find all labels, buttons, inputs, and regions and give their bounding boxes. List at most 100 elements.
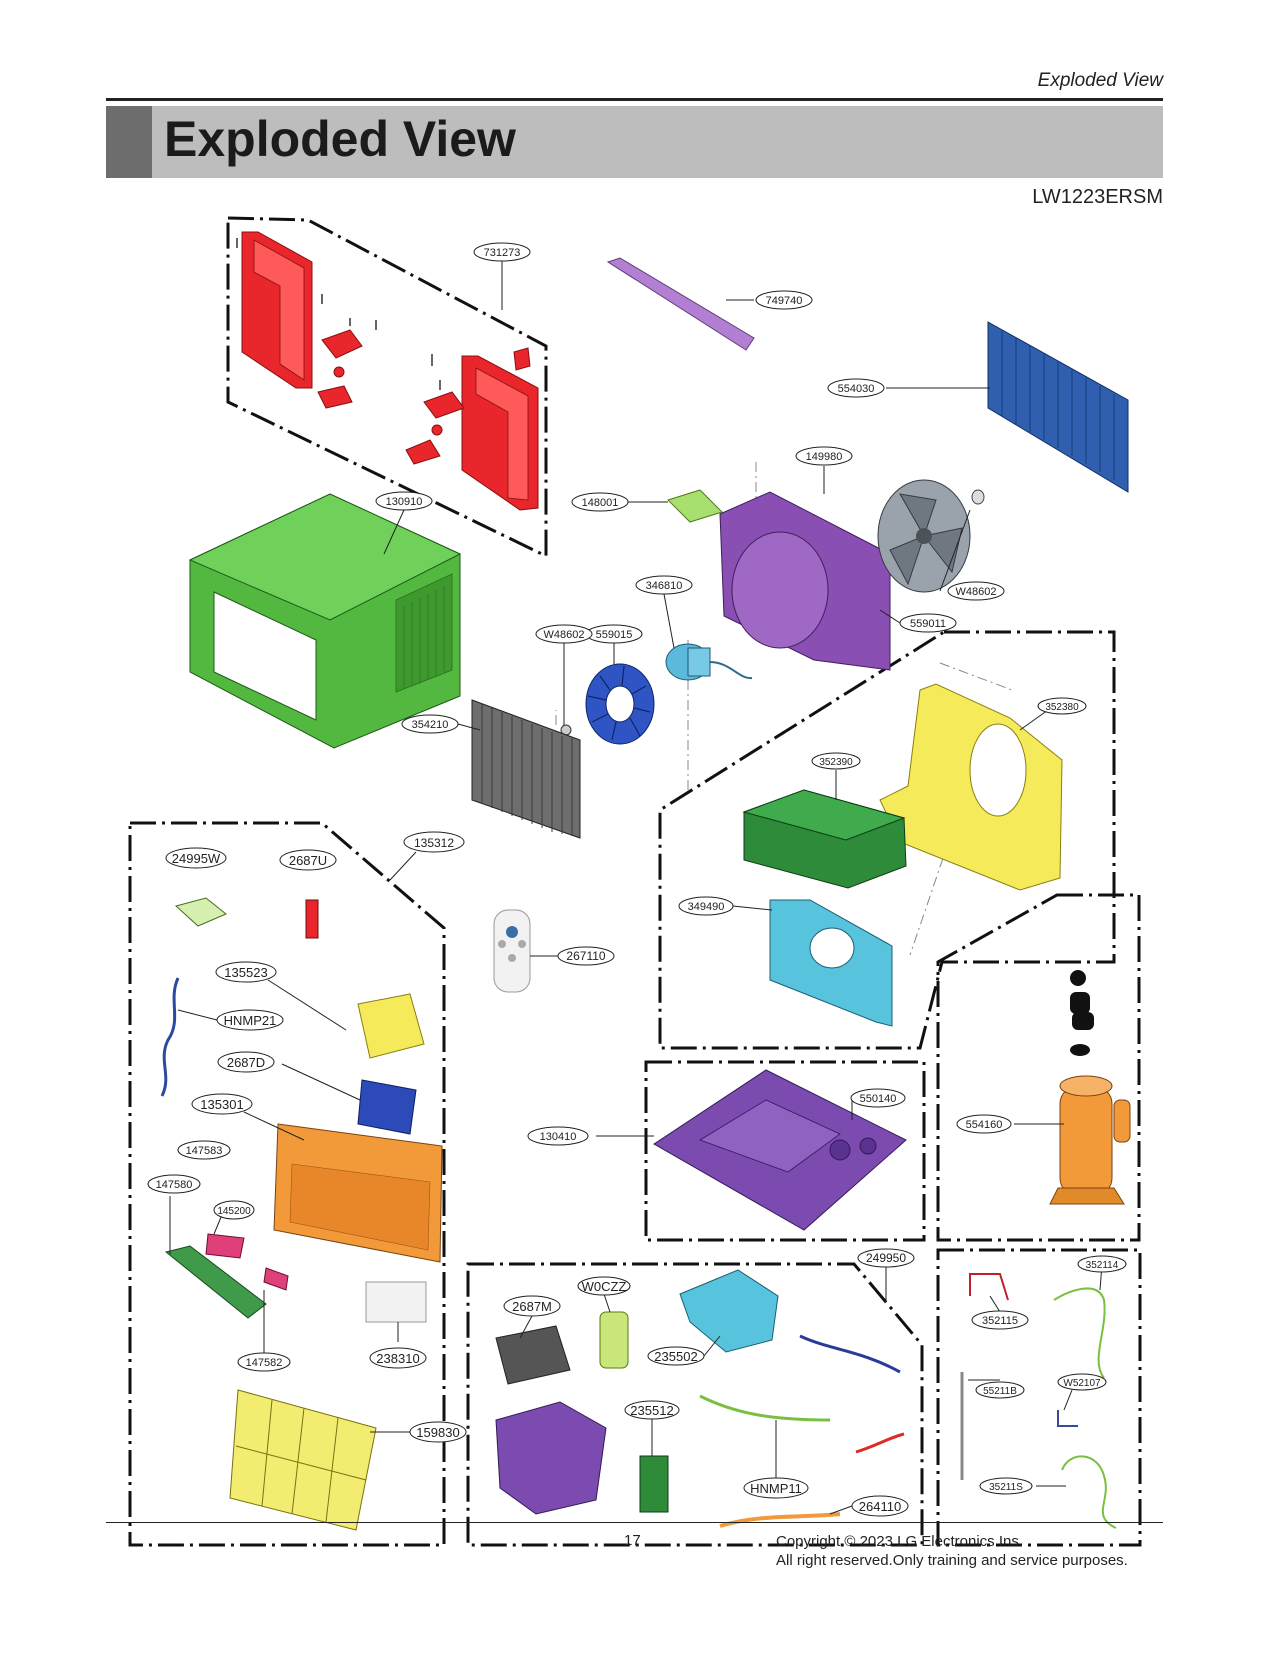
mounting-brackets xyxy=(317,329,531,465)
label-148001: 148001 xyxy=(571,492,629,512)
condenser-fan xyxy=(877,479,971,593)
label-text: 352115 xyxy=(982,1315,1018,1327)
air-filter xyxy=(229,1389,377,1531)
label-264110: 264110 xyxy=(851,1495,909,1517)
label-HNMP21: HNMP21 xyxy=(216,1009,284,1031)
label-text: W0CZZ xyxy=(582,1279,627,1294)
condenser-coil xyxy=(987,321,1129,493)
label-HNMP11: HNMP11 xyxy=(743,1477,809,1499)
header-rule xyxy=(106,98,1163,101)
fan-shroud xyxy=(719,491,891,671)
label-135523: 135523 xyxy=(215,961,277,983)
label-text: W52107 xyxy=(1063,1378,1101,1389)
group-border-piping xyxy=(936,1248,1142,1547)
label-text: 550140 xyxy=(860,1093,897,1105)
label-text: 148001 xyxy=(582,497,619,509)
louver-green xyxy=(164,1245,267,1319)
label-749740: 749740 xyxy=(755,290,813,310)
label-text: 352114 xyxy=(1086,1260,1119,1271)
label-55211B: 55211B xyxy=(975,1381,1025,1399)
model-number: LW1223ERSM xyxy=(1032,186,1163,208)
side-panel-right xyxy=(461,355,539,511)
clamp-ring xyxy=(971,489,985,505)
label-554160: 554160 xyxy=(956,1114,1012,1134)
label-text: 352390 xyxy=(819,757,853,768)
label-text: HNMP11 xyxy=(750,1481,802,1496)
label-text: 149980 xyxy=(806,451,843,463)
label-238310: 238310 xyxy=(369,1347,427,1369)
label-text: 235512 xyxy=(630,1403,673,1418)
label-text: 130410 xyxy=(540,1131,577,1143)
label-267110: 267110 xyxy=(557,946,615,966)
group-border-base xyxy=(644,1060,926,1242)
label-text: 235502 xyxy=(654,1349,697,1364)
remote-controller xyxy=(493,909,531,993)
capacitor xyxy=(599,1311,629,1369)
label-354210: 354210 xyxy=(401,714,459,734)
label-2687D: 2687D xyxy=(217,1051,275,1073)
label-text: 159830 xyxy=(416,1425,459,1440)
label-24995W: 24995W xyxy=(165,847,227,869)
label-147580: 147580 xyxy=(147,1174,201,1194)
air-guide xyxy=(879,683,1063,891)
label-352114: 352114 xyxy=(1077,1255,1127,1273)
label-35211S: 35211S xyxy=(979,1477,1033,1495)
label-text: 147580 xyxy=(156,1179,193,1191)
connector-red xyxy=(305,899,319,939)
label-text: 554160 xyxy=(966,1119,1003,1131)
label-text: 55211B xyxy=(983,1386,1017,1397)
front-grille xyxy=(273,1123,443,1263)
label-352390: 352390 xyxy=(811,752,861,770)
control-pcb xyxy=(357,1079,417,1135)
label-149980: 149980 xyxy=(795,446,853,466)
label-159830: 159830 xyxy=(409,1421,467,1443)
label-559015: 559015 xyxy=(585,624,643,644)
evaporator-coil xyxy=(471,699,581,839)
copyright-line1: Copyright © 2023 LG Electronics Ins. xyxy=(776,1533,1024,1550)
label-text: 354210 xyxy=(412,719,449,731)
filter-frame xyxy=(742,789,907,889)
control-box xyxy=(495,1401,607,1515)
label-W52107: W52107 xyxy=(1057,1373,1107,1391)
label-text: HNMP21 xyxy=(224,1013,277,1028)
label-text: 238310 xyxy=(376,1351,419,1366)
label-text: 559015 xyxy=(596,629,633,641)
label-W48602-a: W48602 xyxy=(947,581,1005,601)
label-145200: 145200 xyxy=(213,1200,255,1220)
label-2687U: 2687U xyxy=(279,849,337,871)
section-label: Exploded View xyxy=(1037,70,1163,91)
label-text: 135301 xyxy=(200,1097,243,1112)
sub-pcb xyxy=(639,1455,669,1513)
page-number: 17 xyxy=(624,1532,641,1549)
label-135312: 135312 xyxy=(403,831,465,853)
label-349490: 349490 xyxy=(678,896,734,916)
label-147582: 147582 xyxy=(237,1352,291,1372)
label-352115: 352115 xyxy=(971,1310,1029,1330)
title-banner: Exploded View xyxy=(106,106,1163,178)
pipe-352115 xyxy=(969,1273,1009,1301)
label-text: 2687U xyxy=(289,853,327,868)
top-rail xyxy=(606,257,755,351)
label-text: 24995W xyxy=(172,851,221,866)
inner-panel xyxy=(769,899,893,1027)
label-text: 147583 xyxy=(186,1145,223,1157)
cabinet xyxy=(188,493,462,749)
pipe-352114 xyxy=(1053,1287,1106,1379)
group-border-electrical xyxy=(466,1262,924,1547)
label-text: 346810 xyxy=(646,580,683,592)
side-panel-left xyxy=(241,231,313,389)
group-border-control xyxy=(128,821,446,1547)
louver-links xyxy=(205,1233,289,1291)
label-text: 264110 xyxy=(859,1499,901,1514)
label-text: 267110 xyxy=(566,949,605,963)
label-text: 130910 xyxy=(386,496,423,508)
label-559011: 559011 xyxy=(899,613,957,633)
label-text: 559011 xyxy=(910,618,946,630)
label-text: 731273 xyxy=(484,247,521,259)
label-249950: 249950 xyxy=(857,1248,915,1268)
label-554030: 554030 xyxy=(827,378,885,398)
group-border-panels xyxy=(226,216,548,559)
pcb-main xyxy=(495,1325,571,1385)
banner-tab xyxy=(106,106,152,178)
